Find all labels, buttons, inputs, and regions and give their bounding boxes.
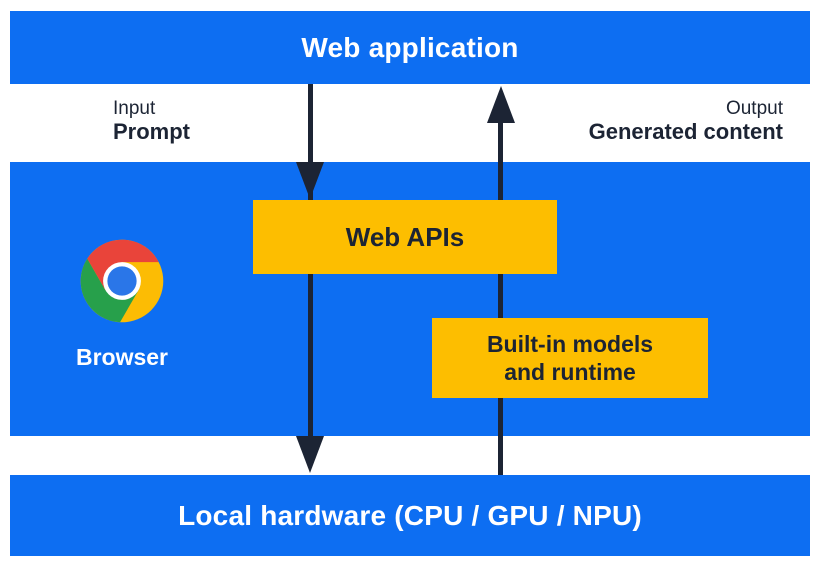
- generated-content-label: Generated content: [588, 119, 783, 144]
- up-arrowhead-into-web-application: [487, 86, 515, 123]
- local-hardware-band: Local hardware (CPU / GPU / NPU): [10, 475, 810, 556]
- chrome-green-segment: [80, 258, 139, 323]
- down-arrowhead-into-local-hardware: [296, 436, 324, 473]
- prompt-label: Prompt: [113, 119, 190, 144]
- chrome-logo-svg: [80, 239, 164, 323]
- web-apis-box: Web APIs: [253, 200, 557, 274]
- up-arrow-line: [498, 121, 503, 475]
- down-arrowhead-into-web-apis: [296, 162, 324, 199]
- input-label-group: Input Prompt: [113, 97, 190, 143]
- chrome-blue-center: [107, 266, 137, 296]
- builtin-models-box: Built-in models and runtime: [432, 318, 708, 398]
- web-apis-label: Web APIs: [345, 221, 465, 252]
- browser-label: Browser: [75, 344, 169, 370]
- local-hardware-title: Local hardware (CPU / GPU / NPU): [178, 499, 642, 531]
- output-label: Output: [725, 98, 783, 119]
- output-label-group: Output Generated content: [589, 97, 783, 143]
- builtin-models-line1: Built-in models: [486, 331, 654, 357]
- input-label: Input: [113, 98, 156, 119]
- chrome-logo: [79, 238, 165, 324]
- web-application-title: Web application: [301, 31, 519, 63]
- web-application-band: Web application: [10, 11, 810, 84]
- builtin-models-line2: and runtime: [504, 359, 636, 385]
